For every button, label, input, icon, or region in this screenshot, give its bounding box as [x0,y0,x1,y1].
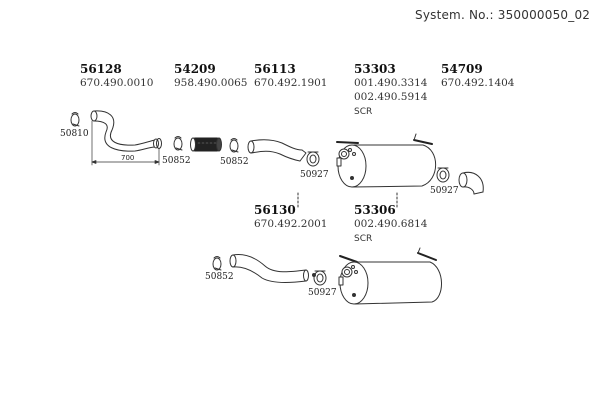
clamp-label-50852: 50852 [162,156,191,166]
part-53303[interactable]: 53303 001.490.3314 002.490.5914 SCR [354,62,427,117]
muffler-53303-shape[interactable] [336,133,437,188]
clamp-label-50852: 50852 [205,272,234,282]
clamp-label-50852: 50852 [220,157,249,167]
part-number: 56128 [80,62,122,76]
part-code: 670.490.0010 [80,77,154,89]
part-56113[interactable]: 56113 670.492.1901 [254,62,327,90]
muffler-53306-shape[interactable] [338,247,442,305]
system-number: System. No.: 350000050_02 [415,8,591,22]
part-56130[interactable]: 56130 670.492.2001 [254,203,327,231]
clamp-icon[interactable] [229,138,239,153]
clamp-icon[interactable] [436,167,450,183]
elbow-54709-shape[interactable] [458,171,484,195]
part-code: 958.490.0065 [174,77,248,89]
part-note: SCR [354,107,373,117]
clamp-icon[interactable] [306,151,320,167]
dimension-line [91,120,160,166]
clamp-icon[interactable] [70,112,80,127]
part-number: 54709 [441,62,483,76]
pipe-56113-shape[interactable] [247,139,307,162]
part-note: SCR [354,234,373,244]
part-code: 670.492.1901 [254,77,328,89]
part-number: 53303 [354,62,396,76]
part-number: 53306 [354,203,396,217]
part-code: 670.492.2001 [254,218,328,230]
pipe-56128-shape[interactable] [90,110,162,152]
part-code: 670.492.1404 [441,77,515,89]
clamp-icon[interactable] [212,256,222,271]
part-number: 54209 [174,62,216,76]
part-number: 56113 [254,62,296,76]
clamp-icon[interactable] [312,270,327,286]
dimension-label: 700 [121,154,135,162]
part-54709[interactable]: 54709 670.492.1404 [441,62,514,90]
part-53306[interactable]: 53306 002.490.6814 SCR [354,203,427,244]
clamp-label-50810: 50810 [60,129,89,139]
clamp-label-50927: 50927 [430,186,459,196]
clamp-label-50927: 50927 [308,288,337,298]
part-code: 001.490.3314 [354,77,428,89]
part-code: 002.490.6814 [354,218,428,230]
clamp-icon[interactable] [173,136,183,151]
part-56128[interactable]: 56128 670.490.0010 [80,62,153,90]
clamp-label-50927: 50927 [300,170,329,180]
pipe-56130-shape[interactable] [229,254,309,284]
part-code: 002.490.5914 [354,91,428,103]
part-number: 56130 [254,203,296,217]
flex-hose-54209-shape[interactable] [190,137,222,152]
part-54209[interactable]: 54209 958.490.0065 [174,62,247,90]
